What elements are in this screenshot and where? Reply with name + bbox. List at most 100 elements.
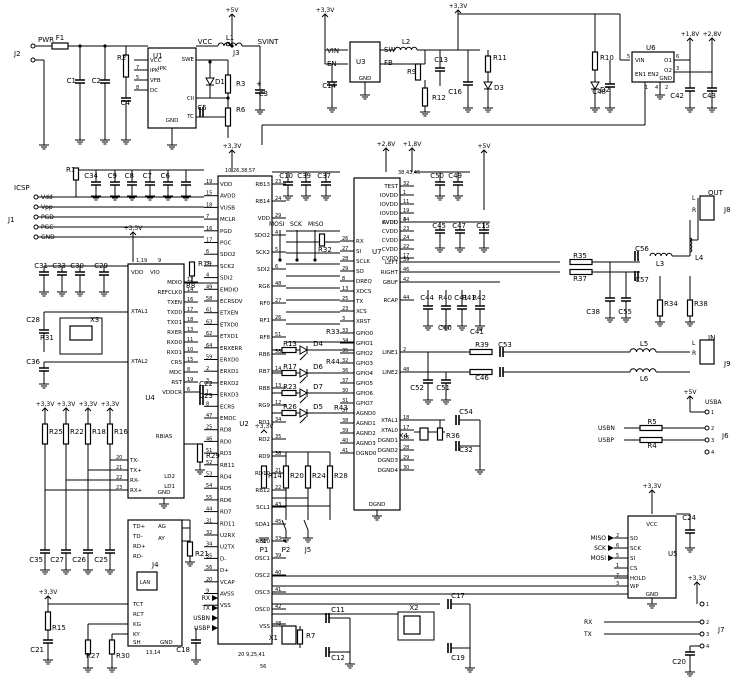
pin-name-u4: GND xyxy=(158,490,171,496)
capacitor-label-c34: C34 xyxy=(84,172,98,180)
pin-number-u4: 9 xyxy=(158,258,161,264)
pin-name-u4: LD2 xyxy=(164,474,175,480)
crystal-label-x3: X3 xyxy=(90,316,99,324)
pin-name-u7: DREQ xyxy=(356,279,373,285)
inductor xyxy=(217,42,243,47)
capacitor xyxy=(127,181,137,186)
port-arrow xyxy=(212,605,218,611)
pin-name-u2: D- xyxy=(220,556,226,562)
ground-symbol xyxy=(127,195,137,201)
j4-pin-tdp: TD+ xyxy=(132,524,146,530)
pin-name-u2: ERXERR xyxy=(220,346,242,352)
pin-number-u7: 27 xyxy=(342,246,348,252)
pin-number-u7: 29 xyxy=(403,455,409,461)
ground-symbol xyxy=(707,107,717,113)
power-label-33v-u5: +3,3V xyxy=(643,483,663,490)
pin-number-u7: 22 xyxy=(403,244,409,250)
j4-pin-rct: RCT xyxy=(133,612,144,618)
components xyxy=(39,9,717,677)
capacitor-label-c53: C53 xyxy=(498,341,512,349)
pin-name-u4: RX- xyxy=(130,478,139,484)
resistor xyxy=(569,258,593,266)
power-arrow xyxy=(382,147,390,152)
pin-number-u7: 16 xyxy=(403,435,409,441)
pin-name-u2: RF0 xyxy=(260,301,271,307)
pin-number-u7: 44 xyxy=(403,295,409,301)
power-label-5v-u7: +5V xyxy=(478,143,492,150)
capacitor-label-c15: C15 xyxy=(476,222,490,230)
pin-number-u6: 2 xyxy=(665,85,668,91)
pin-number-u4: 13 xyxy=(187,327,193,333)
pin-number-u4: 11 xyxy=(187,337,193,343)
lan-label: LAN xyxy=(140,580,150,586)
port-arrow xyxy=(212,595,218,601)
pushbutton[interactable] xyxy=(281,516,287,531)
ground-symbol xyxy=(303,537,313,543)
pin-number-u1: 5 xyxy=(136,75,139,81)
pin-name-u2: RD5 xyxy=(220,486,232,492)
capacitor xyxy=(499,347,504,357)
capacitor-label-c7: C7 xyxy=(143,172,152,180)
net-label-usbn: USBN xyxy=(598,425,615,432)
resistor-label-r26: R26 xyxy=(283,403,297,411)
pin-number-u4: 18 xyxy=(187,317,193,323)
capacitor xyxy=(423,305,433,310)
diode-label-d4: D4 xyxy=(313,340,323,348)
ground-symbol xyxy=(321,195,331,201)
pin-number-u2: 8 xyxy=(206,401,209,407)
ic-u7 xyxy=(353,177,401,511)
ic-label-u4: U4 xyxy=(145,394,155,402)
pin-number-u4: 6 xyxy=(187,387,190,393)
pin-name-u2: SDO2 xyxy=(254,233,270,239)
resistor-label-r44: R44 xyxy=(326,358,340,366)
resistor-label-r19: R19 xyxy=(198,260,212,268)
capacitor-label-c49: C49 xyxy=(448,172,462,180)
resistor-label-r17: R17 xyxy=(283,363,297,371)
power-arrow xyxy=(648,489,656,494)
power-arrow xyxy=(321,13,329,18)
ground-symbol xyxy=(441,325,451,331)
pin-number-u7: 3 xyxy=(342,316,345,322)
pin-name-u2: SCK2 xyxy=(220,264,234,270)
resistor-label-r2: R2 xyxy=(117,54,126,62)
pin-name-u2: VDD xyxy=(258,216,270,222)
crystal-x3 xyxy=(69,325,93,341)
ground-symbol xyxy=(191,659,201,665)
u7-top-pins: 38,43,45 xyxy=(398,170,420,176)
resistor-label-r37: R37 xyxy=(573,275,587,283)
ground-symbol xyxy=(605,317,615,323)
port-arrow xyxy=(608,535,614,541)
pin-name-u7: AGND2 xyxy=(356,431,376,437)
capacitor xyxy=(321,181,331,186)
capacitor-label-c41: C41 xyxy=(470,328,484,336)
pin-name-u7: CVDD xyxy=(382,229,398,235)
capacitor-label-c2: C2 xyxy=(92,77,101,85)
ground-symbol xyxy=(283,195,293,201)
capacitor-label-c37: C37 xyxy=(317,172,331,180)
pin-number-u2: 63 xyxy=(206,319,212,325)
led-rays xyxy=(299,376,307,384)
pushbutton[interactable] xyxy=(303,516,309,531)
pin-name-u1: GND xyxy=(166,118,179,124)
pin-name-u7: SI xyxy=(356,249,361,255)
capacitor-label-c31: C31 xyxy=(34,262,48,270)
pin-number-u7: 19 xyxy=(403,208,409,214)
resistor-label-r12: R12 xyxy=(432,94,446,102)
capacitor xyxy=(441,379,451,384)
pin-number-u6: 6 xyxy=(676,54,679,60)
pin-name-u4: TXD1 xyxy=(166,320,182,326)
pin-name-u7: RIGHT xyxy=(381,270,399,276)
j4-pin-rdm: RD- xyxy=(133,554,143,560)
capacitor xyxy=(453,181,463,186)
pin-number-u2: 25 xyxy=(206,425,212,431)
pin-name-u1: CII xyxy=(187,96,194,102)
capacitor xyxy=(199,395,204,405)
pin-number-u2: 3 xyxy=(206,378,209,384)
pin-number-u2: 35 xyxy=(275,434,281,440)
pin-number-u2: 31 xyxy=(206,518,212,524)
ground-symbol xyxy=(43,659,53,665)
power-label-33v-b: +3,3V xyxy=(449,3,469,10)
pin-number-u2: 21 xyxy=(275,468,281,474)
resistor xyxy=(639,436,663,444)
